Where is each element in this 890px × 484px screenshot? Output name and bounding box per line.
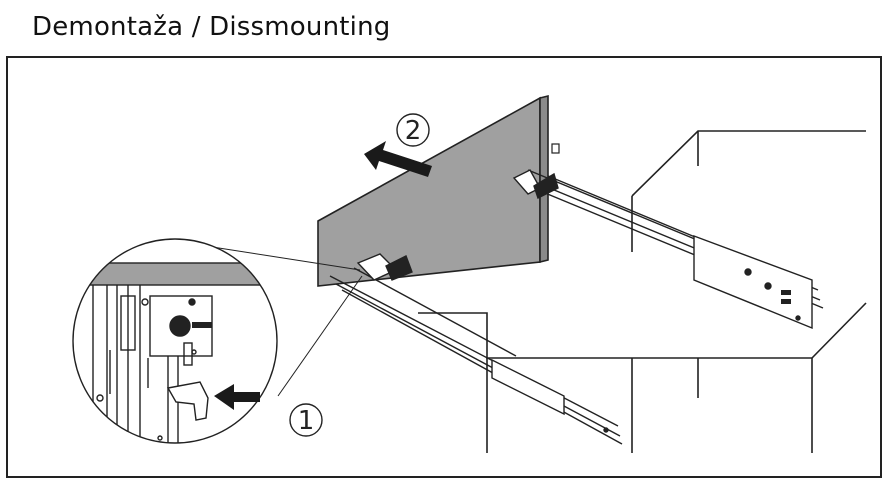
step-2-badge: 2 [396, 113, 430, 147]
pull-out-arrow [364, 141, 432, 177]
cabinet [418, 130, 867, 453]
right-runner [512, 169, 824, 330]
drawer-front [317, 94, 560, 287]
zoom-lines [205, 245, 363, 397]
illustration-frame: 2 1 [6, 56, 882, 478]
left-runner [329, 253, 623, 445]
step-1-label: 1 [298, 406, 315, 436]
step-2-label: 2 [405, 116, 422, 146]
dismounting-diagram: 2 1 [72, 94, 867, 453]
detail-magnifier [72, 238, 278, 444]
step-1-badge: 1 [289, 403, 323, 437]
page-title: Demontaža / Dissmounting [32, 12, 391, 42]
release-lever-arrow [214, 384, 260, 410]
